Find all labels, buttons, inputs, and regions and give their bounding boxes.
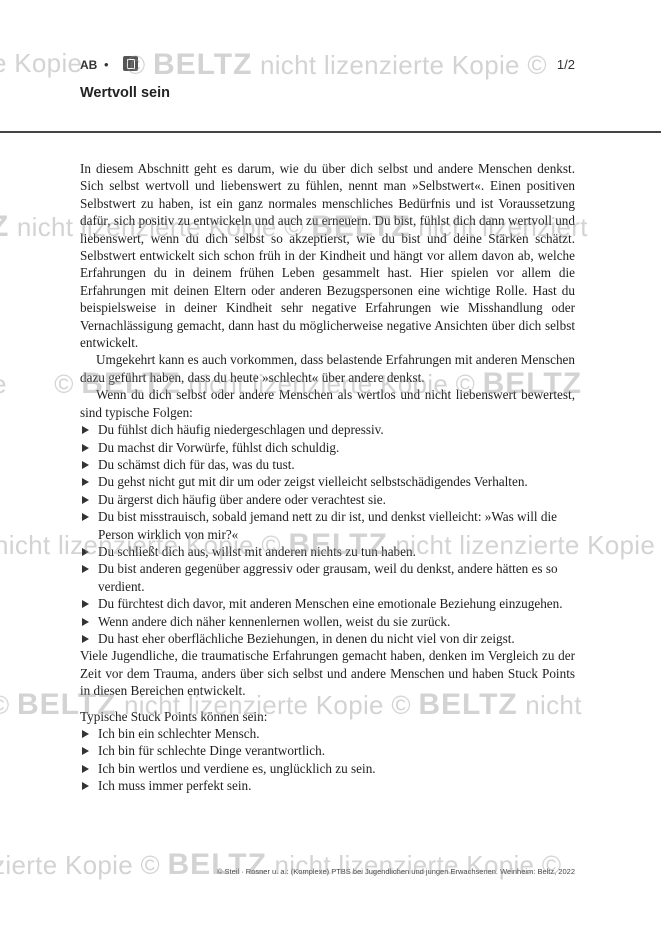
header-divider [0, 131, 661, 133]
beltz-logo: BELTZ [167, 848, 267, 881]
copyright-footer: © Steil · Rosner u. a.: (Komplexe) PTBS … [216, 867, 575, 876]
watermark-fragment: e Kopie [0, 48, 83, 78]
copyright-symbol: © [0, 690, 9, 720]
list-item: Ich muss immer perfekt sein. [80, 777, 575, 794]
list-item: Du bist anderen gegenüber aggressiv oder… [80, 560, 575, 595]
page-number: 1/2 [556, 57, 575, 72]
list-item: Du schämst dich für das, was du tust. [80, 456, 575, 473]
page-header: AB • 1/2 [80, 56, 575, 76]
watermark-fragment: e [0, 369, 7, 399]
separator-dot: • [104, 57, 109, 72]
paragraph-5: Typische Stuck Points können sein: [80, 708, 268, 724]
consequences-list: Du fühlst dich häufig niedergeschlagen u… [80, 421, 575, 647]
list-item: Du fühlst dich häufig niedergeschlagen u… [80, 421, 575, 438]
intro-paragraph: In diesem Abschnitt geht es darum, wie d… [80, 161, 575, 351]
copyright-symbol: © [54, 369, 74, 399]
worksheet-icon [123, 56, 138, 71]
beltz-logo-fragment: Z [0, 210, 9, 243]
list-item: Wenn andere dich näher kennenlernen woll… [80, 613, 575, 630]
list-item: Du machst dir Vorwürfe, fühlst dich schu… [80, 439, 575, 456]
watermark-row: izierte Kopie © BELTZ nicht lizenzierte … [0, 846, 661, 886]
paragraph-2: Umgekehrt kann es auch vorkommen, dass b… [80, 352, 575, 385]
paragraph-4: Viele Jugendliche, die traumatische Erfa… [80, 648, 575, 699]
main-content: In diesem Abschnitt geht es darum, wie d… [80, 160, 575, 795]
list-item: Ich bin ein schlechter Mensch. [80, 725, 575, 742]
stuck-points-list: Ich bin ein schlechter Mensch. Ich bin f… [80, 725, 575, 795]
list-item: Du hast eher oberflächliche Beziehungen,… [80, 630, 575, 647]
list-item: Du bist misstrauisch, sobald jemand nett… [80, 508, 575, 543]
list-item: Du gehst nicht gut mit dir um oder zeigs… [80, 473, 575, 490]
list-item: Du schließt dich aus, willst mit anderen… [80, 543, 575, 560]
list-item: Du fürchtest dich davor, mit anderen Men… [80, 595, 575, 612]
paragraph-3: Wenn du dich selbst oder andere Menschen… [80, 387, 575, 420]
list-item: Ich bin wertlos und verdiene es, unglück… [80, 760, 575, 777]
worksheet-tag: AB [80, 58, 98, 72]
page-title: Wertvoll sein [80, 85, 170, 101]
list-item: Ich bin für schlechte Dinge verantwortli… [80, 742, 575, 759]
list-item: Du ärgerst dich häufig über andere oder … [80, 491, 575, 508]
